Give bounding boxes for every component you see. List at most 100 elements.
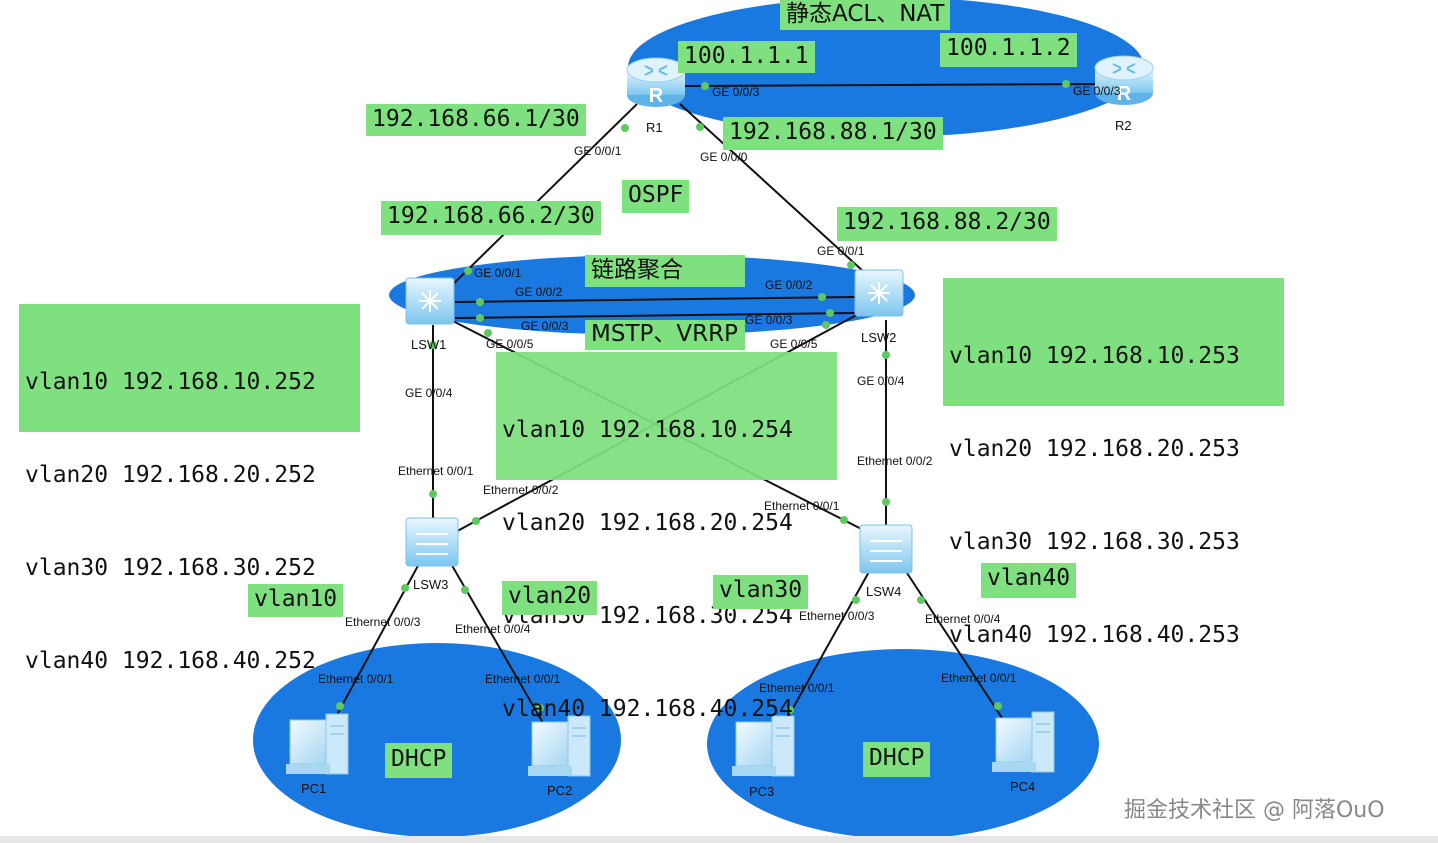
lsw1-name: LSW1 bbox=[411, 337, 447, 352]
port-dot bbox=[464, 267, 472, 275]
port-label: Ethernet 0/0/2 bbox=[483, 483, 559, 497]
router-r2-icon[interactable]: R bbox=[1094, 55, 1154, 105]
svg-text:R: R bbox=[649, 85, 664, 107]
port-dot bbox=[536, 704, 544, 712]
port-label: GE 0/0/1 bbox=[574, 144, 622, 158]
port-dot bbox=[786, 706, 794, 714]
port-dot bbox=[476, 298, 484, 306]
r1-name: R1 bbox=[646, 120, 663, 135]
port-label: GE 0/0/5 bbox=[770, 337, 818, 351]
core-switch-lsw2-icon[interactable] bbox=[854, 269, 904, 317]
r2-wan-ip-label: 100.1.1.2 bbox=[940, 33, 1077, 67]
pc2-name: PC2 bbox=[547, 783, 573, 798]
link-lsw1-lsw2-ge3 bbox=[454, 312, 856, 319]
link-r1-r2 bbox=[684, 83, 1099, 87]
pc2-icon[interactable] bbox=[528, 715, 591, 777]
port-label: GE 0/0/2 bbox=[515, 285, 563, 299]
pc1-name: PC1 bbox=[301, 781, 327, 796]
port-label: GE 0/0/4 bbox=[857, 374, 905, 388]
port-label: Ethernet 0/0/1 bbox=[485, 672, 561, 686]
lsw1-vlan-ip-table: vlan10 192.168.10.252 vlan20 192.168.20.… bbox=[19, 304, 360, 674]
dhcp-left-label: DHCP bbox=[385, 743, 453, 778]
r2-name: R2 bbox=[1115, 118, 1132, 133]
pc2-vlan-label: vlan20 bbox=[502, 581, 598, 615]
port-dot bbox=[696, 123, 704, 131]
svg-text:R: R bbox=[1117, 83, 1132, 105]
port-dot bbox=[336, 702, 344, 710]
port-dot bbox=[994, 702, 1002, 710]
pc4-vlan-label: vlan40 bbox=[981, 563, 1077, 598]
core-switch-lsw1-icon[interactable] bbox=[405, 277, 455, 325]
lsw2-name: LSW2 bbox=[861, 330, 897, 345]
pc1-icon[interactable] bbox=[286, 713, 349, 775]
lsw4-name: LSW4 bbox=[866, 584, 902, 599]
port-dot bbox=[429, 341, 437, 349]
link-lsw1-lsw2-ge2 bbox=[454, 296, 856, 303]
vrrp-vlan-ip-table: vlan10 192.168.10.254 vlan20 192.168.20.… bbox=[496, 352, 837, 722]
lsw1-uplink-ip-label: 192.168.66.2/30 bbox=[381, 201, 601, 235]
wan-title-label: 静态ACL、NAT bbox=[780, 0, 951, 30]
bottom-bar bbox=[0, 836, 1438, 843]
port-label: GE 0/0/0 bbox=[700, 150, 748, 164]
dhcp-area-left bbox=[253, 643, 621, 837]
core-area bbox=[389, 255, 915, 335]
lsw3-name: LSW3 bbox=[413, 577, 449, 592]
lsw2-vlan-ip-table: vlan10 192.168.10.253 vlan20 192.168.20.… bbox=[943, 278, 1284, 648]
watermark: 掘金技术社区 @ 阿落OuO bbox=[1124, 798, 1385, 823]
router-r1-icon[interactable]: R bbox=[626, 57, 686, 107]
port-dot bbox=[621, 124, 629, 132]
port-label: Ethernet 0/0/4 bbox=[925, 612, 1001, 626]
link-r1-lsw2 bbox=[679, 103, 865, 273]
pc4-name: PC4 bbox=[1010, 779, 1036, 794]
port-label: GE 0/0/3 bbox=[745, 313, 793, 327]
port-label: Ethernet 0/0/2 bbox=[857, 454, 933, 468]
port-label: GE 0/0/4 bbox=[405, 386, 453, 400]
port-dot bbox=[917, 596, 925, 604]
port-label: GE 0/0/2 bbox=[765, 278, 813, 292]
port-dot bbox=[826, 309, 834, 317]
access-switch-lsw4-icon[interactable] bbox=[859, 524, 913, 574]
link-r1-lsw1 bbox=[446, 103, 638, 291]
port-label: Ethernet 0/0/3 bbox=[799, 609, 875, 623]
port-label: GE 0/0/1 bbox=[474, 266, 522, 280]
ospf-label: OSPF bbox=[622, 180, 690, 213]
lsw2-vlan-row: vlan10 192.168.10.253 bbox=[949, 343, 1240, 369]
port-label: GE 0/0/5 bbox=[486, 337, 534, 351]
lsw1-vlan-row: vlan30 192.168.30.252 bbox=[25, 555, 316, 581]
port-dot bbox=[882, 351, 890, 359]
port-dot bbox=[852, 596, 860, 604]
port-label: Ethernet 0/0/4 bbox=[455, 622, 531, 636]
lsw2-vlan-row: vlan30 192.168.30.253 bbox=[949, 529, 1240, 555]
pc3-vlan-label: vlan30 bbox=[713, 575, 809, 609]
port-dot bbox=[847, 261, 855, 269]
port-dot bbox=[882, 498, 890, 506]
link-aggregation-label: 链路聚合 bbox=[585, 255, 745, 287]
port-dot bbox=[476, 314, 484, 322]
port-label: Ethernet 0/0/1 bbox=[941, 671, 1017, 685]
port-label: Ethernet 0/0/3 bbox=[345, 615, 421, 629]
pc4-icon[interactable] bbox=[992, 711, 1055, 773]
port-label: GE 0/0/1 bbox=[817, 244, 865, 258]
r1-lsw2-ip-label: 192.168.88.1/30 bbox=[723, 117, 943, 150]
lsw1-vlan-row: vlan40 192.168.40.252 bbox=[25, 648, 316, 674]
r1-wan-ip-label: 100.1.1.1 bbox=[678, 41, 815, 73]
vrrp-vlan-row: vlan40 192.168.40.254 bbox=[502, 696, 793, 722]
port-dot bbox=[818, 293, 826, 301]
port-label: Ethernet 0/0/1 bbox=[764, 499, 840, 513]
port-dot bbox=[840, 516, 848, 524]
vrrp-vlan-row: vlan20 192.168.20.254 bbox=[502, 510, 793, 536]
lsw1-vlan-row: vlan10 192.168.10.252 bbox=[25, 369, 316, 395]
port-label: Ethernet 0/0/1 bbox=[759, 681, 835, 695]
access-switch-lsw3-icon[interactable] bbox=[405, 517, 459, 567]
port-dot bbox=[401, 584, 409, 592]
port-dot bbox=[472, 517, 480, 525]
port-label: Ethernet 0/0/1 bbox=[318, 672, 394, 686]
lsw2-uplink-ip-label: 192.168.88.2/30 bbox=[837, 207, 1057, 241]
port-label: Ethernet 0/0/1 bbox=[398, 464, 474, 478]
port-dot bbox=[429, 490, 437, 498]
mstp-vrrp-label: MSTP、VRRP bbox=[585, 320, 745, 350]
pc3-icon[interactable] bbox=[732, 715, 795, 777]
r1-lsw1-ip-label: 192.168.66.1/30 bbox=[366, 104, 586, 136]
port-label: GE 0/0/3 bbox=[1073, 84, 1121, 98]
lsw2-vlan-row: vlan40 192.168.40.253 bbox=[949, 622, 1240, 648]
